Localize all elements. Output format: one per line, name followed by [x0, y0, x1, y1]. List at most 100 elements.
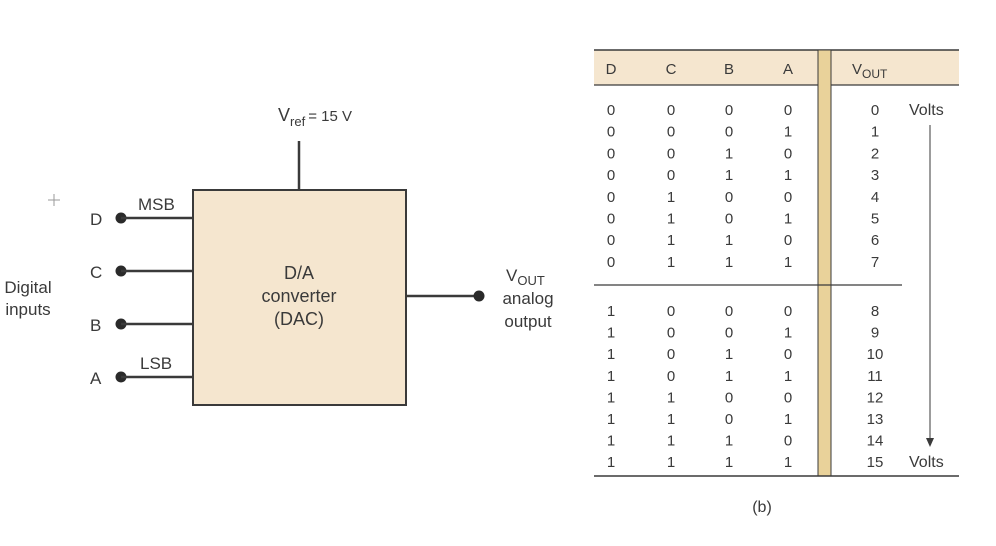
table-cell-a: 1 — [784, 411, 792, 428]
dac-block — [192, 189, 407, 406]
table-cell-vout: 0 — [871, 102, 879, 119]
table-cell-b: 1 — [725, 167, 733, 184]
output-terminal — [473, 290, 485, 302]
table-cell-c: 1 — [667, 433, 675, 450]
vref-main: V — [278, 105, 290, 125]
input-d-label: D — [90, 210, 102, 229]
table-cell-d: 0 — [607, 211, 615, 228]
table-cell-c: 1 — [667, 454, 675, 471]
table-cell-a: 0 — [784, 346, 792, 363]
input-c-label: C — [90, 263, 102, 282]
table-cell-a: 1 — [784, 368, 792, 385]
table-cell-c: 0 — [667, 325, 675, 342]
table-cell-b: 0 — [725, 325, 733, 342]
table-row: 0 0 0 0 0 — [607, 102, 879, 119]
table-cell-b: 0 — [725, 389, 733, 406]
vref-label: Vref= 15 V — [278, 105, 352, 129]
table-cell-vout: 4 — [871, 189, 879, 206]
table-header-d: D — [606, 61, 617, 78]
table-cell-c: 0 — [667, 346, 675, 363]
table-cell-b: 1 — [725, 368, 733, 385]
table-cell-b: 0 — [725, 303, 733, 320]
table-cell-vout: 7 — [871, 254, 879, 271]
analog-label: analog — [502, 289, 553, 308]
table-row: 0 1 1 1 7 — [607, 254, 879, 271]
table-cell-d: 0 — [607, 145, 615, 162]
table-cell-d: 1 — [607, 454, 615, 471]
table-cell-b: 0 — [725, 102, 733, 119]
dac-block-line3: (DAC) — [274, 309, 324, 329]
dac-block-line1: D/A — [284, 263, 314, 283]
table-cell-c: 0 — [667, 303, 675, 320]
table-cell-c: 1 — [667, 232, 675, 249]
table-cell-c: 1 — [667, 189, 675, 206]
table-cell-b: 1 — [725, 232, 733, 249]
msb-label: MSB — [138, 195, 175, 214]
table-cell-vout: 3 — [871, 167, 879, 184]
table-cell-vout: 2 — [871, 145, 879, 162]
table-cell-b: 1 — [725, 433, 733, 450]
table-cell-a: 1 — [784, 454, 792, 471]
table-divider-stripe — [817, 49, 832, 477]
table-cell-vout: 15 — [867, 454, 884, 471]
table-cell-vout: 5 — [871, 211, 879, 228]
table-cell-vout: 8 — [871, 303, 879, 320]
table-cell-vout: 6 — [871, 232, 879, 249]
table-cell-vout: 12 — [867, 389, 884, 406]
table-cell-b: 1 — [725, 254, 733, 271]
table-header-vout: VOUT — [852, 61, 888, 81]
table-cell-a: 0 — [784, 303, 792, 320]
table-cell-d: 1 — [607, 325, 615, 342]
down-arrow-icon — [926, 438, 934, 447]
table-cell-a: 0 — [784, 145, 792, 162]
table-cell-b: 1 — [725, 346, 733, 363]
table-cell-vout: 10 — [867, 346, 884, 363]
table-cell-vout: 14 — [867, 433, 884, 450]
table-cell-b: 0 — [725, 411, 733, 428]
table-cell-d: 0 — [607, 254, 615, 271]
table-cell-a: 1 — [784, 167, 792, 184]
table-cell-c: 0 — [667, 145, 675, 162]
table-cell-d: 1 — [607, 368, 615, 385]
table-cell-d: 1 — [607, 433, 615, 450]
table-cell-a: 0 — [784, 433, 792, 450]
table-cell-c: 0 — [667, 102, 675, 119]
table-cell-a: 1 — [784, 124, 792, 141]
table-cell-a: 0 — [784, 102, 792, 119]
table-cell-a: 0 — [784, 389, 792, 406]
table-cell-c: 1 — [667, 254, 675, 271]
table-cell-d: 0 — [607, 124, 615, 141]
input-b-label: B — [90, 316, 101, 335]
dac-block-diagram: Vref= 15 V D/A converter (DAC) D MSB C B — [4, 105, 554, 406]
table-header-a: A — [783, 61, 793, 78]
dac-block-line2: converter — [261, 286, 336, 306]
table-cell-vout: 9 — [871, 325, 879, 342]
table-cell-d: 0 — [607, 102, 615, 119]
digital-inputs-line1: Digital — [4, 278, 51, 297]
table-cell-b: 0 — [725, 189, 733, 206]
table-cell-c: 0 — [667, 124, 675, 141]
table-cell-c: 1 — [667, 411, 675, 428]
table-header-c: C — [666, 61, 677, 78]
table-cell-vout: 1 — [871, 124, 879, 141]
table-cell-a: 0 — [784, 232, 792, 249]
digital-inputs-line2: inputs — [5, 300, 50, 319]
table-cell-d: 0 — [607, 167, 615, 184]
vref-value: = 15 V — [308, 108, 352, 125]
table-cell-a: 1 — [784, 254, 792, 271]
table-cell-vout: 11 — [867, 368, 883, 385]
